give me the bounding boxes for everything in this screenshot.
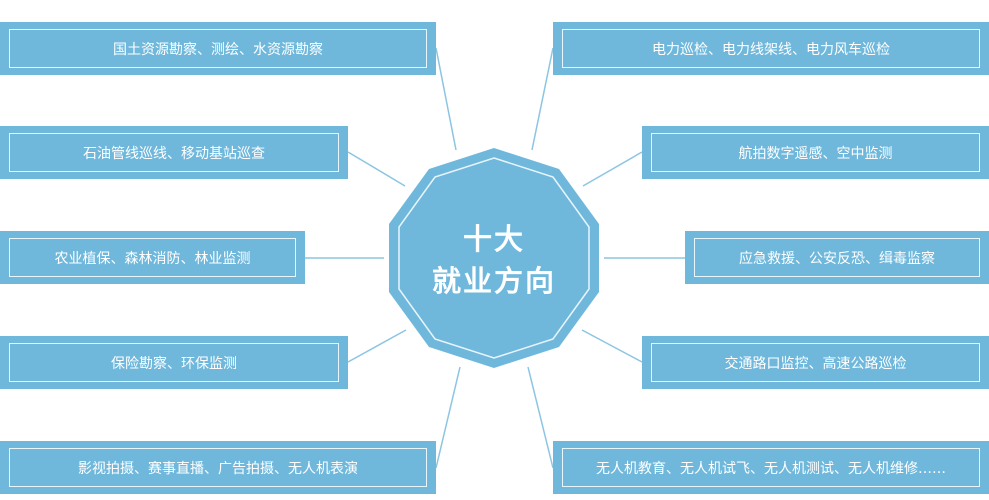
left-box-4: 保险勘察、环保监测 [0, 336, 348, 389]
right-box-4: 交通路口监控、高速公路巡检 [642, 336, 989, 389]
hub-title-line2: 就业方向 [431, 264, 556, 298]
right-box-2-label: 航拍数字遥感、空中监测 [651, 133, 980, 172]
connector-line [531, 47, 554, 151]
left-box-3-label: 农业植保、森林消防、林业监测 [9, 238, 296, 277]
right-box-5: 无人机教育、无人机试飞、无人机测试、无人机维修…… [553, 441, 989, 494]
hub-inner-outline [398, 157, 590, 359]
left-box-2: 石油管线巡线、移动基站巡查 [0, 126, 348, 179]
connector-line [435, 47, 457, 151]
left-box-1-label: 国土资源勘察、测绘、水资源勘察 [9, 29, 427, 68]
connector-line [347, 329, 407, 363]
hub-label: 十大 就业方向 [384, 150, 604, 370]
right-box-1-label: 电力巡检、电力线架线、电力风车巡检 [562, 29, 980, 68]
right-box-1: 电力巡检、电力线架线、电力风车巡检 [553, 22, 989, 75]
right-box-4-label: 交通路口监控、高速公路巡检 [651, 343, 980, 382]
right-box-3-label: 应急救援、公安反恐、缉毒监察 [694, 238, 980, 277]
left-box-1: 国土资源勘察、测绘、水资源勘察 [0, 22, 436, 75]
hub-title-line1: 十大 [462, 222, 525, 256]
connector-line [581, 329, 643, 363]
connector-line [347, 151, 406, 187]
left-box-5-label: 影视拍摄、赛事直播、广告拍摄、无人机表演 [9, 448, 427, 487]
left-box-2-label: 石油管线巡线、移动基站巡查 [9, 133, 339, 172]
right-box-2: 航拍数字遥感、空中监测 [642, 126, 989, 179]
left-box-5: 影视拍摄、赛事直播、广告拍摄、无人机表演 [0, 441, 436, 494]
hub-decagon [389, 148, 599, 368]
left-box-4-label: 保险勘察、环保监测 [9, 343, 339, 382]
connector-line [527, 366, 554, 469]
right-box-5-label: 无人机教育、无人机试飞、无人机测试、无人机维修…… [562, 448, 980, 487]
left-box-3: 农业植保、森林消防、林业监测 [0, 231, 305, 284]
connector-line [582, 151, 643, 187]
right-box-3: 应急救援、公安反恐、缉毒监察 [685, 231, 989, 284]
connector-line [435, 366, 461, 469]
